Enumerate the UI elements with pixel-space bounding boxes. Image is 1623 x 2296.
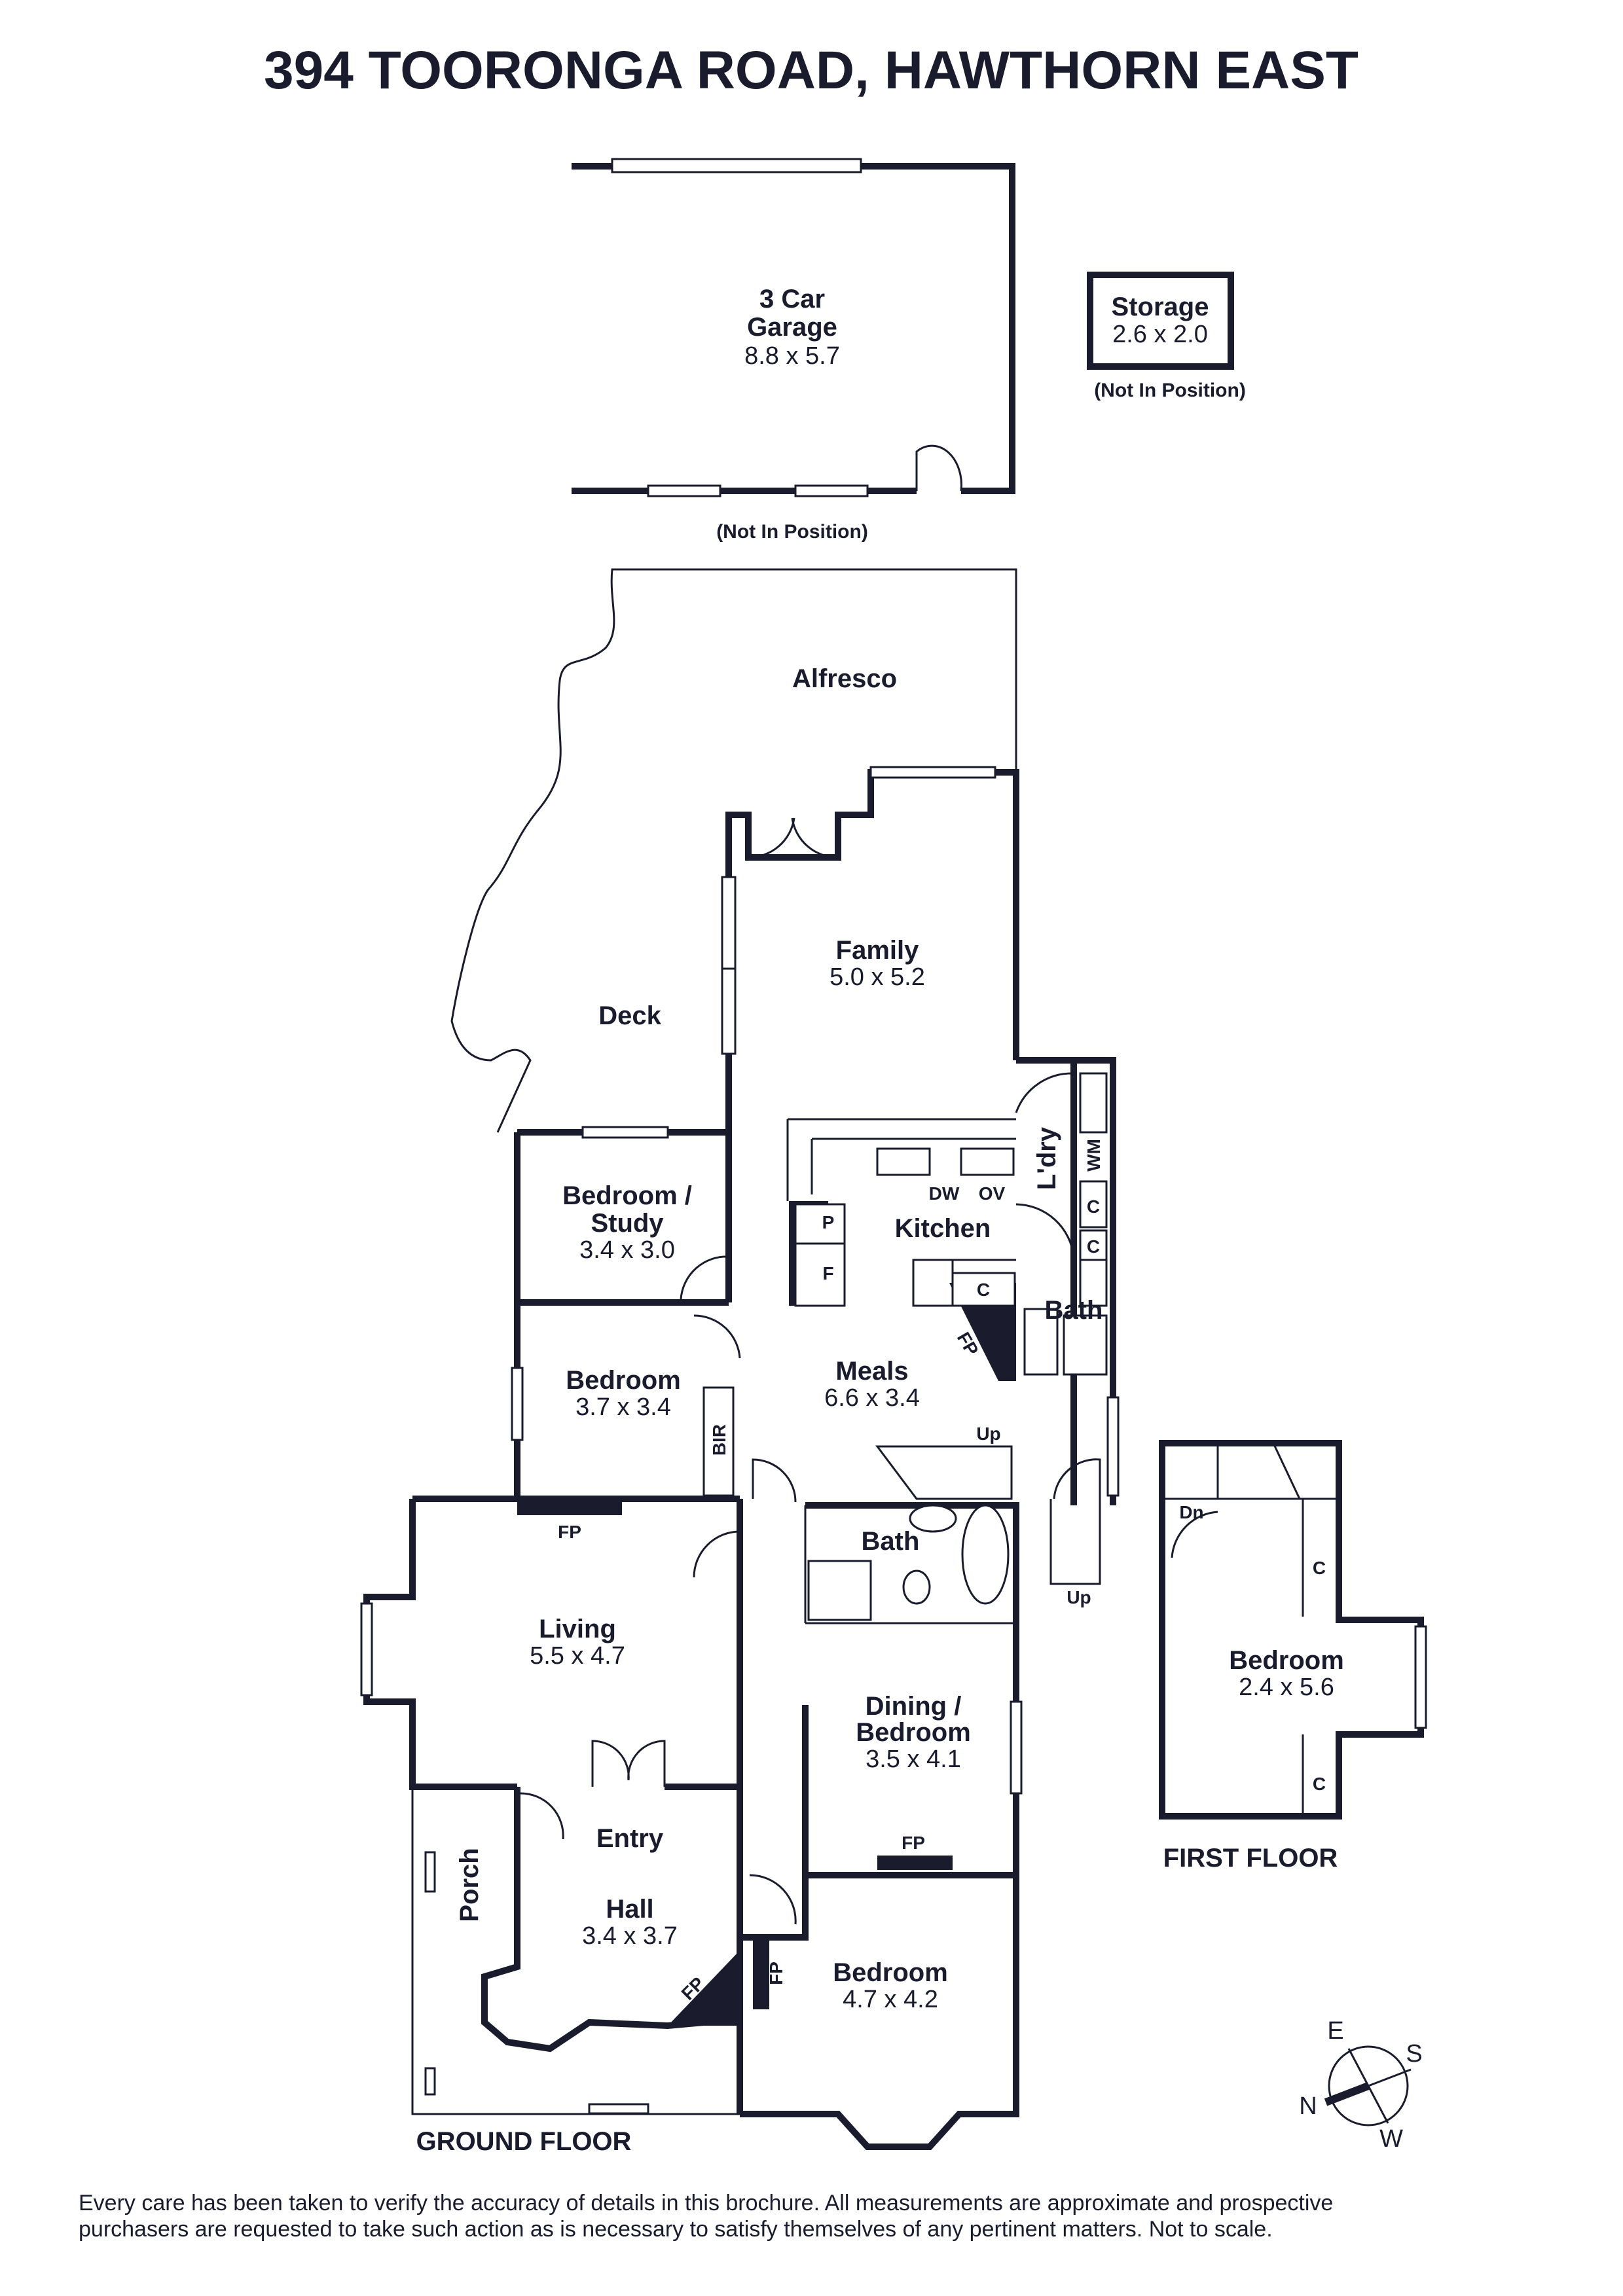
dining-bedroom-label-2: Bedroom: [856, 1718, 971, 1747]
garage-note: (Not In Position): [716, 521, 868, 543]
bedroom-study-dims: 3.4 x 3.0: [579, 1236, 675, 1264]
ov-label: OV: [979, 1183, 1006, 1204]
living-dims: 5.5 x 4.7: [530, 1642, 625, 1670]
meals-dims: 6.6 x 3.4: [824, 1384, 920, 1412]
bath-mid-label: Bath: [862, 1527, 920, 1556]
garage-outbuilding: 3 Car Garage 8.8 x 5.7 (Not In Position): [572, 158, 1015, 543]
laundry-label: L'dry: [1032, 1126, 1061, 1190]
stairs-up-label-2: Up: [1067, 1587, 1091, 1607]
bedroom-study-label-1: Bedroom /: [562, 1181, 692, 1210]
meals-label: Meals: [835, 1357, 908, 1386]
storage-outbuilding: Storage 2.6 x 2.0 (Not In Position): [1087, 272, 1246, 401]
bedroom-study-label-2: Study: [591, 1209, 664, 1238]
fridge-label: F: [822, 1263, 833, 1283]
stairs-up-label-1: Up: [976, 1424, 1000, 1444]
ground-floor-labels: Family 5.0 x 5.2 Bedroom / Study 3.4 x 3…: [416, 936, 1104, 2156]
ground-floor-walls: [360, 766, 1120, 2150]
entry-hall-dims: 3.4 x 3.7: [582, 1922, 678, 1950]
kitchen-c-label: C: [977, 1280, 990, 1300]
disclaimer-line-1: Every care has been taken to verify the …: [79, 2191, 1333, 2215]
wm-label: WM: [1084, 1139, 1104, 1172]
first-floor-bedroom-label: Bedroom: [1229, 1646, 1344, 1675]
family-label: Family: [836, 936, 919, 965]
compass-e-label: E: [1327, 2017, 1343, 2045]
deck-label: Deck: [598, 1001, 661, 1030]
disclaimer-line-2: purchasers are requested to take such ac…: [79, 2217, 1273, 2242]
first-floor-bedroom-dims: 2.4 x 5.6: [1239, 1674, 1334, 1701]
compass: N E S W: [1299, 2017, 1422, 2153]
bedroom-front-dims: 4.7 x 4.2: [843, 1986, 938, 2013]
bedroom-bir-dims: 3.7 x 3.4: [575, 1393, 671, 1421]
storage-note: (Not In Position): [1094, 380, 1246, 401]
bir-label: BIR: [709, 1424, 729, 1456]
garage-dims: 8.8 x 5.7: [744, 342, 840, 370]
garage-label-2: Garage: [747, 313, 837, 342]
ground-floor-label: GROUND FLOOR: [416, 2127, 632, 2156]
bedroom-front-fp-label: FP: [766, 1962, 786, 1985]
entry-hall-label-2: Hall: [606, 1895, 653, 1924]
dining-bedroom-dims: 3.5 x 4.1: [866, 1746, 961, 1773]
bedroom-fp-label: FP: [558, 1522, 581, 1542]
entry-hall-label-1: Entry: [596, 1824, 664, 1853]
dining-bedroom-label-1: Dining /: [866, 1692, 962, 1721]
first-floor-label: FIRST FLOOR: [1163, 1844, 1338, 1873]
garage-label-1: 3 Car: [759, 285, 825, 314]
storage-label: Storage: [1112, 293, 1209, 321]
living-label: Living: [539, 1615, 616, 1643]
first-floor-c1-label: C: [1313, 1558, 1326, 1578]
compass-s-label: S: [1406, 2040, 1422, 2068]
page-title: 394 TOORONGA ROAD, HAWTHORN EAST: [264, 41, 1359, 100]
dining-fp-label: FP: [902, 1833, 925, 1853]
dw-label: DW: [929, 1183, 960, 1204]
laundry-c2-label: C: [1087, 1236, 1100, 1257]
first-floor-c2-label: C: [1313, 1774, 1326, 1794]
alfresco-deck-outline: Alfresco Deck: [450, 568, 1017, 1133]
kitchen-label: Kitchen: [895, 1214, 991, 1243]
porch-label: Porch: [455, 1848, 484, 1922]
laundry-c1-label: C: [1087, 1196, 1100, 1217]
bedroom-bir-label: Bedroom: [566, 1366, 681, 1395]
family-dims: 5.0 x 5.2: [830, 963, 925, 991]
bedroom-front-label: Bedroom: [833, 1958, 948, 1987]
first-floor-dn-label: Dn: [1179, 1502, 1203, 1522]
bath-rear-label: Bath: [1045, 1296, 1103, 1325]
alfresco-label: Alfresco: [792, 664, 897, 693]
compass-w-label: W: [1379, 2125, 1403, 2153]
first-floor: Dn C C Bedroom 2.4 x 5.6 FIRST FLOOR: [1159, 1440, 1427, 1873]
compass-n-label: N: [1299, 2092, 1317, 2120]
storage-dims: 2.6 x 2.0: [1112, 321, 1208, 348]
pantry-label: P: [822, 1212, 835, 1232]
